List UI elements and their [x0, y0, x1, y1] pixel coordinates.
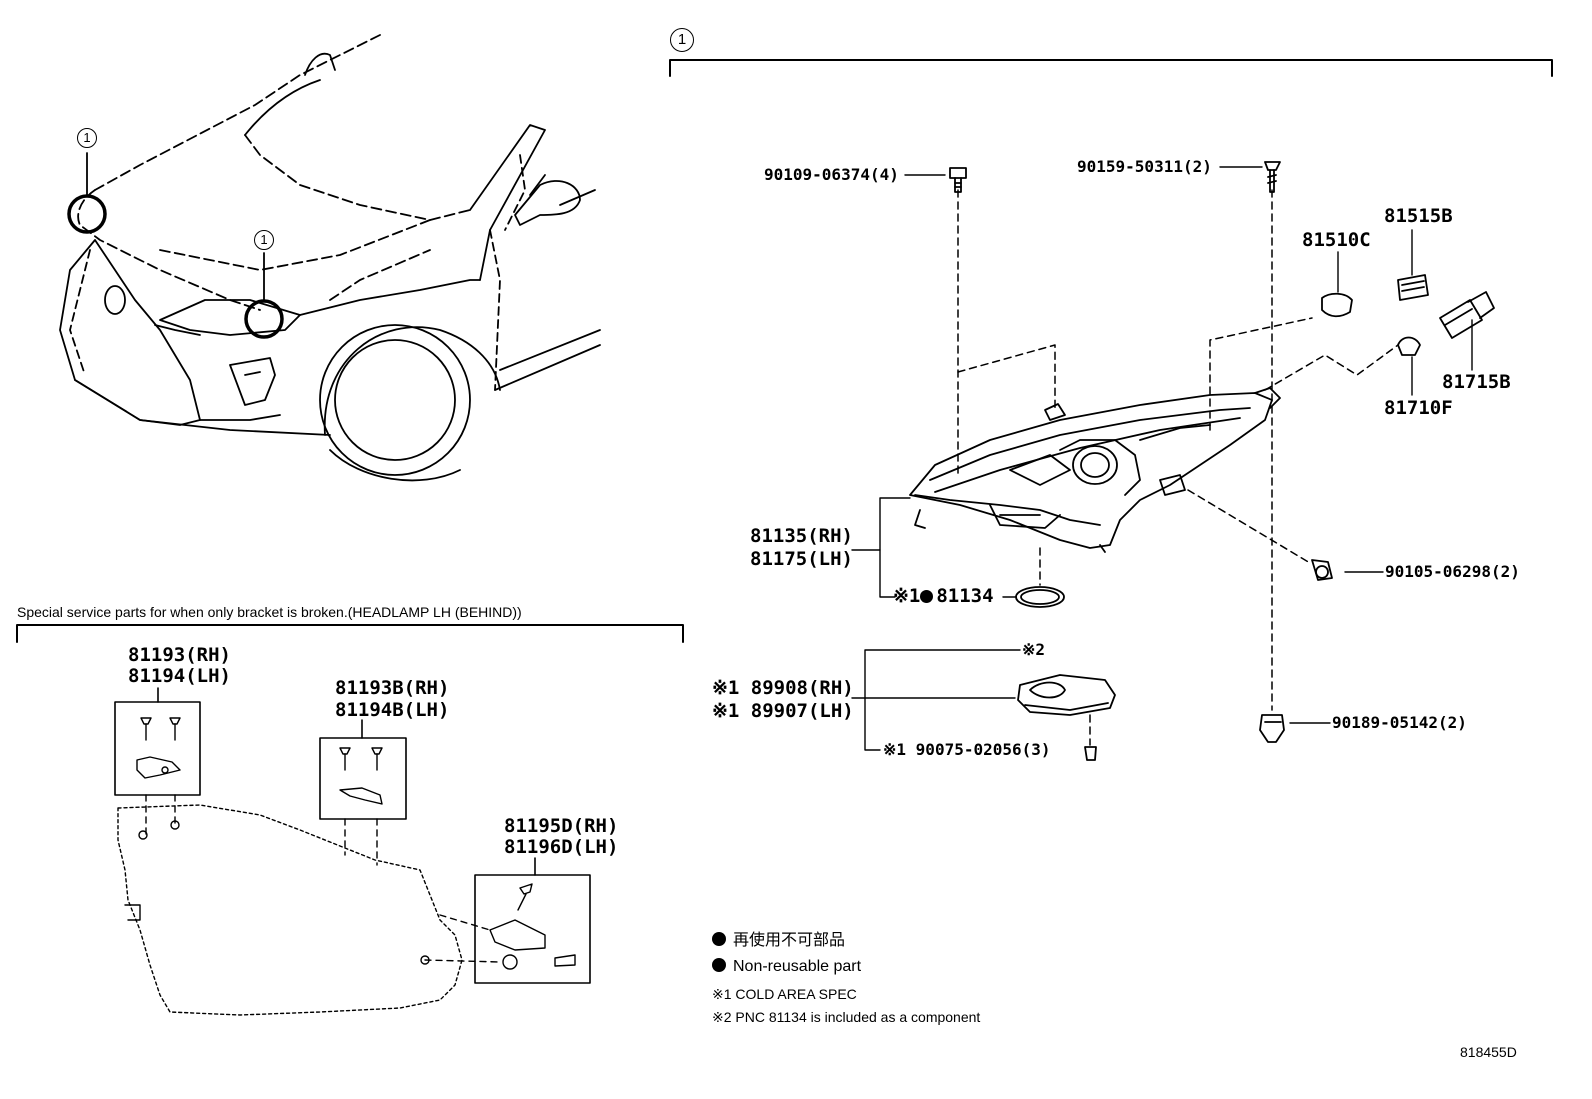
car-callout-markers [67, 152, 284, 339]
legend-dot-icon [712, 932, 726, 946]
headlamp-leader-dashes [957, 189, 1399, 746]
label-89908: ※1 89908(RH) [712, 677, 854, 699]
car-callout-left: 1 [77, 128, 97, 148]
legend-note2: ※2 PNC 81134 is included as a component [712, 1009, 981, 1025]
label-81195D: 81195D(RH) [504, 815, 619, 837]
label-81134-note: ※1 [893, 585, 921, 607]
clip-90189-icon [1259, 714, 1285, 743]
bracket-kit-boxes [114, 687, 591, 984]
label-81196D: 81196D(LH) [504, 836, 619, 858]
label-81510C: 81510C [1302, 229, 1371, 251]
label-89907: ※1 89907(LH) [712, 700, 854, 722]
diagram-code: 818455D [1460, 1044, 1517, 1060]
label-90105: 90105-06298(2) [1385, 562, 1520, 581]
label-note2: ※2 [1022, 640, 1046, 659]
section-callout-1: 1 [670, 28, 694, 52]
label-81134-number: 81134 [936, 585, 994, 607]
label-81194: 81194(LH) [128, 665, 231, 687]
label-90075: ※1 90075-02056(3) [883, 740, 1051, 759]
section-bracket [669, 59, 1553, 77]
label-90109: 90109-06374(4) [764, 165, 899, 184]
bracket-section-frame [16, 624, 684, 643]
label-81715B: 81715B [1442, 371, 1511, 393]
legend-jp: 再使用不可部品 [712, 932, 845, 950]
seal-81134-icon [1015, 586, 1065, 608]
label-81710F: 81710F [1384, 397, 1453, 419]
socket-81715B-icon [1439, 291, 1495, 339]
screw-90075-icon [1084, 746, 1097, 761]
label-90159: 90159-50311(2) [1077, 157, 1212, 176]
socket-81515B-icon [1397, 274, 1429, 301]
label-81193B: 81193B(RH) [335, 677, 450, 699]
bracket-81193-sketch [136, 717, 181, 779]
label-81193: 81193(RH) [128, 644, 231, 666]
label-81135: 81135(RH) [750, 525, 853, 547]
bolt-90109-icon [949, 167, 967, 193]
headlamp-rear-outline [117, 804, 463, 1016]
label-90189: 90189-05142(2) [1332, 713, 1467, 732]
legend-jp-text: 再使用不可部品 [733, 932, 846, 949]
headlamp-assembly [909, 387, 1281, 553]
label-81134: ※1 81134 [893, 586, 994, 607]
label-81515B: 81515B [1384, 205, 1453, 227]
car-front-illustration [59, 34, 601, 482]
non-reusable-dot-icon [920, 590, 934, 603]
car-callout-right: 1 [254, 230, 274, 250]
part-leader-lines [851, 166, 1473, 751]
screw-90105-icon [1311, 559, 1333, 581]
bracket-leader-dashes [145, 794, 501, 963]
ecu-89908-icon [1017, 674, 1116, 716]
bracket-section-title: Special service parts for when only brac… [17, 604, 522, 620]
legend-en-text: Non-reusable part [733, 958, 862, 975]
legend-note1: ※1 COLD AREA SPEC [712, 986, 857, 1002]
bracket-81195D-sketch [489, 883, 576, 970]
label-81194B: 81194B(LH) [335, 699, 450, 721]
bulb-81510C-icon [1321, 292, 1353, 318]
legend-dot-icon [712, 958, 726, 972]
bulb-81710F-icon [1397, 336, 1421, 356]
bracket-81193B-sketch [339, 747, 383, 805]
legend-en: Non-reusable part [712, 958, 861, 976]
label-81175: 81175(LH) [750, 548, 853, 570]
screw-90159-icon [1264, 161, 1281, 193]
